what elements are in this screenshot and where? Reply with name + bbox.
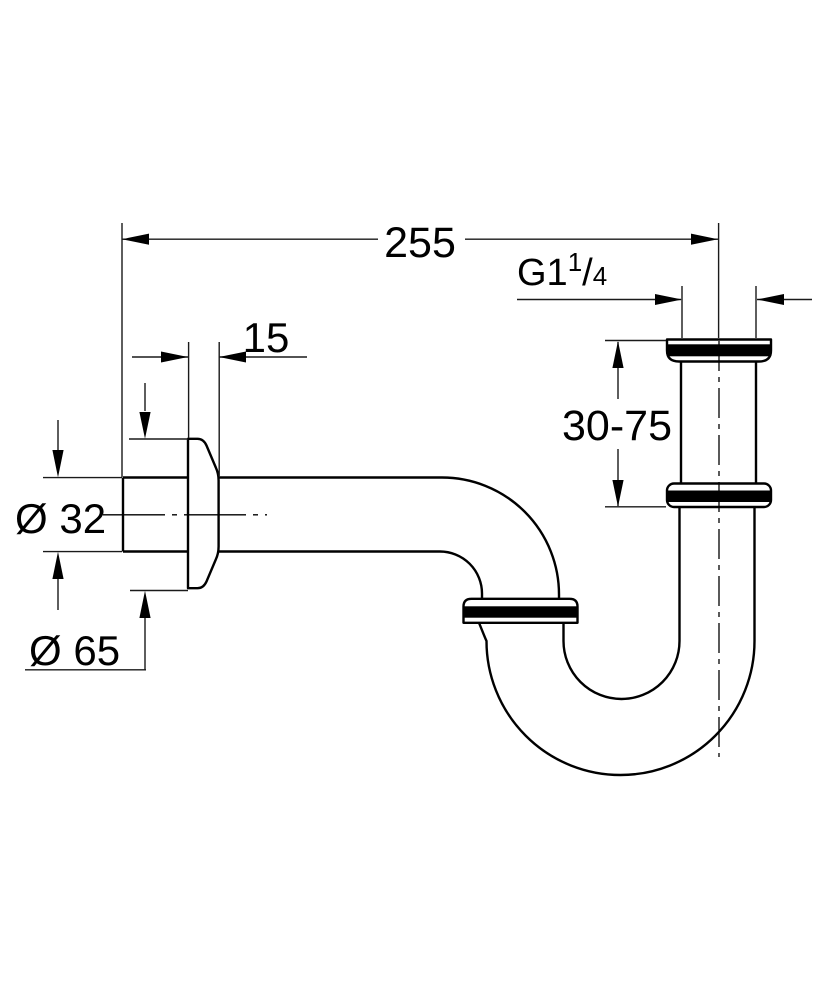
dim-thread-extension-lines <box>681 286 757 338</box>
dim-32-extension-lines <box>43 476 122 553</box>
arrow-left-icon <box>757 294 784 305</box>
thread-numerator: 1 <box>568 247 582 277</box>
arrow-left-icon <box>219 351 246 363</box>
riser-pipe <box>679 362 758 484</box>
dim-overall-width: 255 <box>121 219 720 477</box>
arrow-up-icon <box>139 590 151 618</box>
arrow-down-icon <box>612 480 624 507</box>
wall-flange <box>186 437 220 590</box>
arrow-left-icon <box>122 233 149 245</box>
dim-30-75-label: 30-75 <box>562 402 672 450</box>
dim-65-leader <box>25 383 146 671</box>
inlet-pipe <box>123 476 442 553</box>
dim-thread-label: G11/4 <box>517 247 607 294</box>
thread-slash: / <box>582 252 593 294</box>
dim-32-label: Ø 32 <box>15 495 106 542</box>
dim-height-range: 30-75 <box>562 339 672 508</box>
u-bend-outer <box>477 507 756 777</box>
dim-flange-diameter: Ø 65 <box>25 383 188 674</box>
dim-thread-size: G11/4 <box>517 247 812 338</box>
dim-255-extension-lines <box>121 223 720 477</box>
thread-denominator: 4 <box>593 261 607 291</box>
elbow-curve <box>439 476 561 599</box>
dim-15-label: 15 <box>243 314 290 361</box>
arrow-up-icon <box>612 341 624 368</box>
arrow-right-icon <box>655 294 682 305</box>
arrow-right-icon <box>161 351 188 363</box>
dim-15-extension-lines <box>187 342 220 476</box>
arrow-right-icon <box>691 233 718 245</box>
dim-30-75-extension-lines <box>605 339 666 508</box>
dim-pipe-diameter: Ø 32 <box>15 420 122 610</box>
arrow-up-icon <box>52 551 64 579</box>
p-trap-outline <box>121 338 773 777</box>
dim-65-reference-lines <box>129 438 188 592</box>
u-bend-inner <box>562 507 681 701</box>
dim-65-label: Ø 65 <box>29 627 120 674</box>
trap-union-nut <box>462 597 579 624</box>
trap-union-nut-seal <box>463 606 578 618</box>
arrow-down-icon <box>139 412 151 439</box>
thread-base: G1 <box>517 252 568 294</box>
dim-flange-depth: 15 <box>132 314 307 476</box>
centerlines <box>103 341 720 757</box>
arrow-down-icon <box>52 450 64 478</box>
dim-255-label: 255 <box>384 219 456 267</box>
